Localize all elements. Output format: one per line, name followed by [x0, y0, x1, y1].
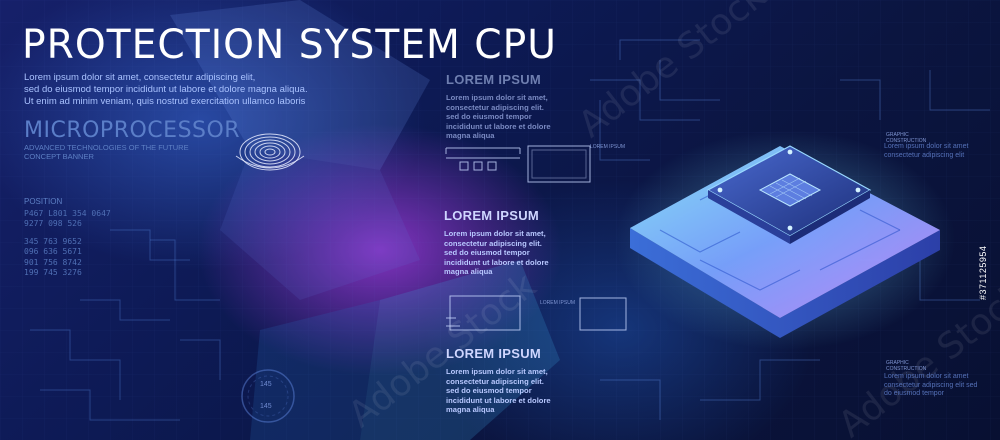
block-text: Lorem ipsum dolor sit amet, consectetur … [446, 367, 551, 415]
page-title: PROTECTION SYSTEM CPU [22, 22, 557, 68]
block-heading: LOREM IPSUM [444, 208, 540, 223]
text-block: LOREM IPSUM Lorem ipsum dolor sit amet, … [446, 72, 596, 141]
block-text: Lorem ipsum dolor sit amet, consectetur … [446, 93, 551, 141]
intro-text: Lorem ipsum dolor sit amet, consectetur … [24, 72, 308, 107]
gauge-ring [241, 369, 295, 423]
right-label: GRAPHIC CONSTRUCTION [886, 360, 927, 372]
stock-image-id: #371125954 [978, 245, 988, 300]
cpu-chip-icon [615, 130, 955, 350]
text-block: LOREM IPSUM Lorem ipsum dolor sit amet, … [444, 208, 594, 277]
hud-label: LOREM IPSUM [590, 144, 626, 150]
gauge-value: 145 [260, 403, 272, 410]
right-text: Lorem ipsum dolor sit amet consectetur a… [884, 143, 969, 159]
gauge-value: 145 [260, 381, 272, 388]
section-subtitle: MICROPROCESSOR [24, 118, 241, 143]
hud-label: LOREM IPSUM [540, 300, 576, 306]
number-rows: 901 756 8742 199 745 3276 [24, 258, 82, 277]
number-rows: 345 763 9652 096 636 5671 [24, 237, 82, 256]
fingerprint-icon [235, 133, 305, 171]
subtitle-caption: ADVANCED TECHNOLOGIES OF THE FUTURE CONC… [24, 143, 189, 161]
block-text: Lorem ipsum dolor sit amet, consectetur … [444, 229, 549, 277]
right-label: GRAPHIC CONSTRUCTION [886, 132, 927, 144]
position-label: POSITION [24, 197, 63, 206]
position-codes: P467 L801 354 0647 9277 098 526 [24, 209, 111, 228]
block-heading: LOREM IPSUM [446, 72, 542, 87]
block-heading: LOREM IPSUM [446, 346, 542, 361]
text-block: LOREM IPSUM Lorem ipsum dolor sit amet, … [446, 346, 596, 415]
right-text: Lorem ipsum dolor sit amet consectetur a… [884, 373, 978, 397]
